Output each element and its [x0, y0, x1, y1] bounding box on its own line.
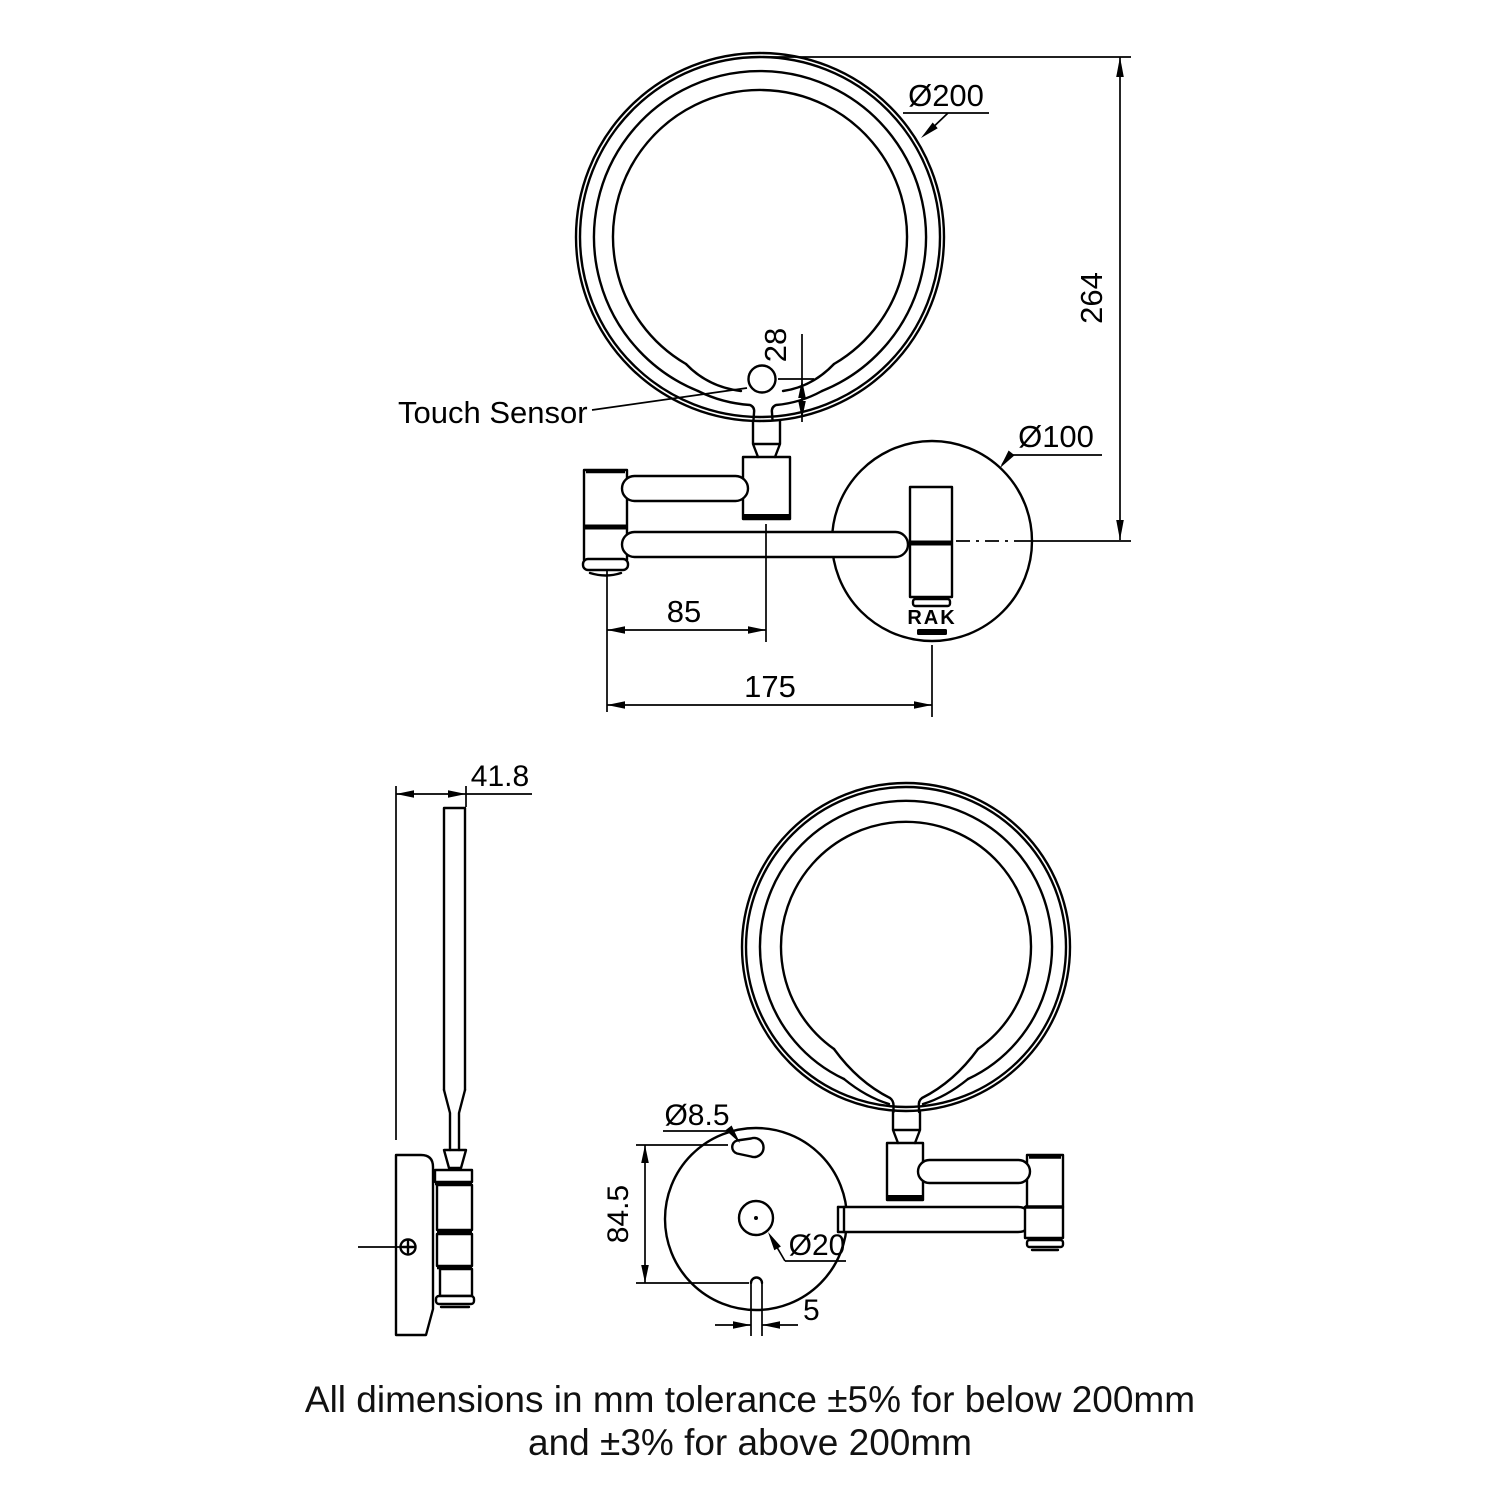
wishbone-right-outer: [770, 389, 824, 422]
dim-keyhole-diameter: Ø8.5: [663, 1099, 740, 1143]
rear-stem: [891, 1110, 922, 1145]
mirror-rings: [574, 51, 946, 423]
dim-profile-depth-text: 41.8: [471, 760, 529, 793]
rear-lower-arm: [836, 1205, 1032, 1234]
dim-overall-height-text: 264: [1074, 272, 1109, 324]
mirror-inner-ring: [611, 88, 909, 366]
keyhole-slot: [731, 1136, 765, 1159]
center-cable-hole: [737, 1199, 775, 1237]
mirror-outer-ring: [574, 51, 946, 423]
dim-overall-height: 264: [764, 56, 1131, 540]
dim-arm-reach-text: 175: [744, 669, 796, 704]
dim-mirror-diameter: Ø200: [903, 78, 989, 138]
elbow-joint: [581, 468, 630, 577]
mirror-outer-ring-inner-edge: [578, 55, 942, 419]
dim-wall-plate-diameter-text: Ø100: [1018, 419, 1094, 454]
wishbone-left-inner: [684, 362, 743, 393]
dim-keyhole-diameter-text: Ø8.5: [664, 1099, 729, 1132]
dim-center-hole-text: Ø20: [789, 1229, 846, 1262]
rear-wishbone-left-inner: [832, 1047, 895, 1114]
touch-sensor-label: Touch Sensor: [398, 395, 588, 430]
dim-profile-depth: 41.8: [395, 760, 532, 1140]
dim-arm-segment-text: 85: [667, 594, 701, 629]
lower-arm: [620, 530, 910, 559]
dim-hole-spacing-text: 84.5: [602, 1185, 635, 1243]
upper-arm: [620, 474, 750, 503]
rear-view: Ø8.5 84.5 Ø20 5: [602, 781, 1072, 1336]
rear-wishbone-right-outer: [921, 1077, 970, 1106]
rear-mirror-inner-ring: [779, 820, 1033, 1051]
wall-mount-block: [908, 485, 954, 608]
wishbone-right-inner: [781, 362, 836, 393]
rear-mirror-outer-ring: [740, 781, 1072, 1113]
tolerance-note: All dimensions in mm tolerance ±5% for b…: [305, 1379, 1195, 1463]
dim-arm-segment: 85: [606, 524, 767, 712]
center-hole-mark: [754, 1216, 758, 1220]
side-wall-plate: [394, 1153, 435, 1337]
dim-wall-plate-diameter: Ø100: [1000, 419, 1102, 468]
bottom-slot: [749, 1276, 764, 1336]
dim-center-hole: Ø20: [768, 1229, 846, 1262]
rear-mirror-middle-ring: [758, 799, 1054, 1081]
mirror-stem: [751, 419, 782, 459]
dim-arm-reach: 175: [607, 645, 933, 717]
touch-sensor-circle: [747, 364, 777, 394]
dim-sensor-offset: 28: [758, 328, 814, 422]
dim-slot-width-text: 5: [803, 1294, 820, 1327]
rear-wishbone-left-outer: [842, 1077, 891, 1106]
rear-elbow: [1023, 1153, 1065, 1252]
dim-hole-spacing: 84.5: [602, 1144, 749, 1284]
rear-wishbone-right-inner: [917, 1047, 980, 1114]
dim-sensor-offset-text: 28: [758, 328, 793, 362]
rear-mirror-outer-ring-inner-edge: [744, 785, 1068, 1109]
rak-logo-text: RAK: [907, 607, 956, 629]
touch-sensor-callout: Touch Sensor: [398, 387, 748, 430]
dim-slot-width: 5: [715, 1294, 820, 1329]
rak-logo-bar: [917, 629, 947, 635]
wishbone-left-outer: [696, 389, 756, 422]
side-mirror-profile: [442, 806, 468, 1170]
mirror-pivot-block: [741, 455, 792, 521]
side-stem-collar: [442, 1148, 468, 1170]
front-elevation-view: RAK Ø200 264 28: [398, 51, 1131, 717]
side-bracket: [433, 1168, 476, 1309]
side-profile-view: 41.8: [358, 760, 532, 1337]
mounting-screw: [358, 1238, 417, 1256]
tolerance-note-line-2: and ±3% for above 200mm: [528, 1422, 972, 1463]
rear-mirror-rings: [740, 781, 1072, 1114]
mirror-middle-ring: [592, 69, 928, 393]
rear-upper-arm: [916, 1158, 1032, 1185]
tolerance-note-line-1: All dimensions in mm tolerance ±5% for b…: [305, 1379, 1195, 1420]
dim-mirror-diameter-text: Ø200: [908, 78, 984, 113]
